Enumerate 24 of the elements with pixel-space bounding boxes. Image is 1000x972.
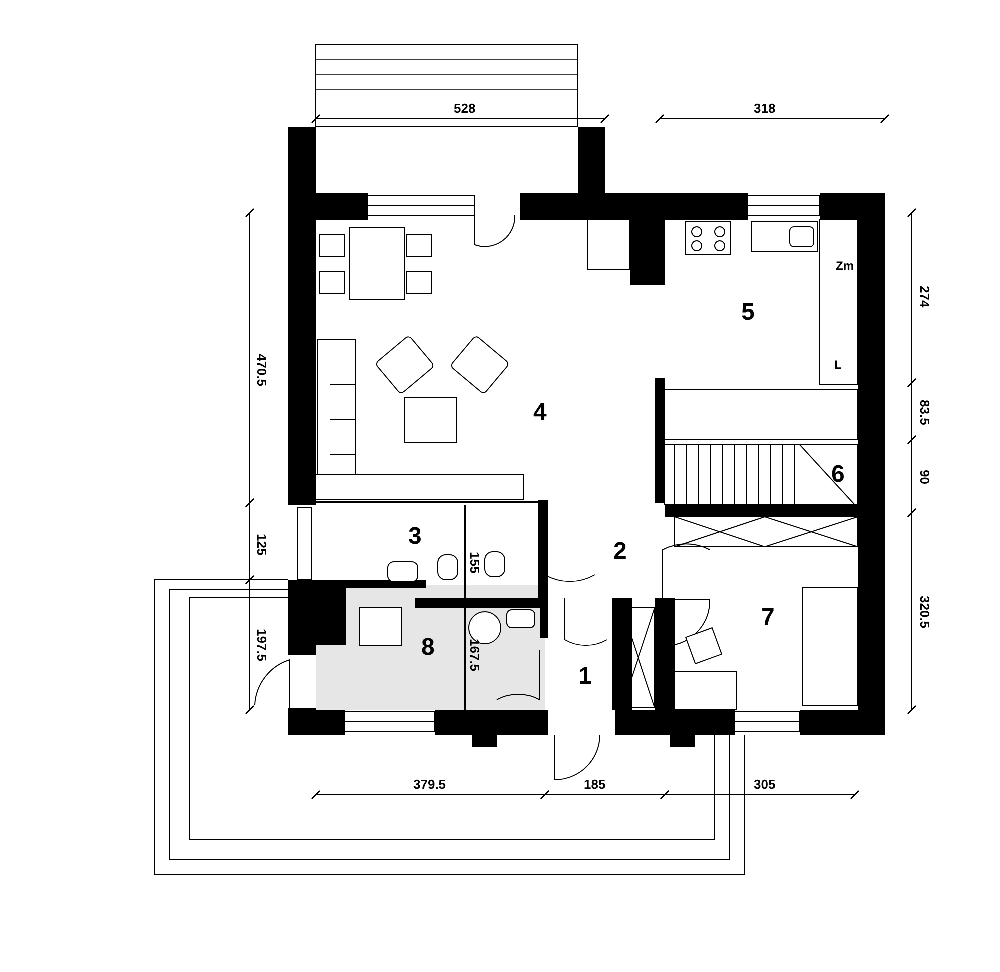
appliance-tag: L xyxy=(834,359,842,371)
room-number: 2 xyxy=(614,540,627,564)
dimension-label: 320.5 xyxy=(918,596,932,628)
dimension-label: 167.5 xyxy=(468,638,482,672)
dimension-label: 155 xyxy=(468,552,482,574)
dimension-label: 470.5 xyxy=(256,354,268,386)
room-number: 8 xyxy=(422,636,435,660)
room-number: 6 xyxy=(832,463,845,487)
dimension-label: 305 xyxy=(754,778,776,790)
appliance-tag: Zm xyxy=(836,260,854,272)
dimension-label: 379.5 xyxy=(414,778,446,790)
dimension-label: 125 xyxy=(256,534,268,556)
dimension-label: 197.5 xyxy=(256,628,268,662)
room-number: 3 xyxy=(408,525,422,549)
room-number: 5 xyxy=(742,301,755,325)
room-number: 7 xyxy=(762,606,775,630)
dimension-label: 528 xyxy=(454,102,476,114)
dimension-label: 318 xyxy=(754,102,776,114)
dimension-label: 185 xyxy=(584,778,606,790)
dimension-label: 83.5 xyxy=(918,400,932,425)
room-number: 4 xyxy=(534,401,547,425)
dimension-label: 90 xyxy=(918,470,932,484)
dimension-label: 274 xyxy=(918,286,932,308)
room-number: 1 xyxy=(578,665,592,689)
